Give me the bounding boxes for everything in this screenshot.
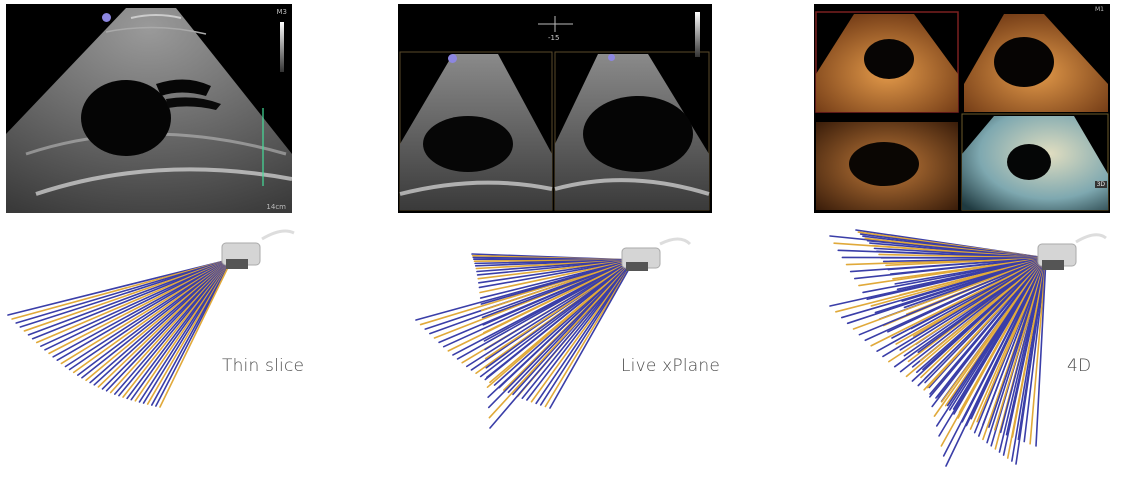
caption-thin-slice: Thin slice [222,356,304,376]
depth-scale [262,108,264,186]
beam-diagram-4d [826,226,1116,476]
ultrasound-probe-icon [222,231,294,269]
beam-diagram-thin-slice [0,225,300,415]
label-top-right: M3 [277,8,288,16]
ultrasound-image-4d: M1 3D [814,4,1110,213]
grayscale-bar [695,12,700,57]
angle-label: -15 [548,34,559,42]
ultrasound-probe-icon [1038,235,1106,270]
label-tile: 3D [1095,181,1107,188]
ultrasound-image-xplane: -15 [398,4,712,213]
caption-live-xplane: Live xPlane [621,356,720,376]
label-top-right: M1 [1095,6,1104,13]
beam-diagram-live-xplane [410,228,710,433]
label-bottom-right: 14cm [266,203,286,211]
orientation-dot-icon [448,54,457,63]
orientation-dot-icon [102,13,111,22]
ultrasound-image-2d: M3 14cm [6,4,292,213]
grayscale-bar [280,22,284,72]
caption-4d: 4D [1067,356,1091,376]
ultrasound-probe-icon [622,239,690,271]
orientation-dot-icon [608,54,615,61]
